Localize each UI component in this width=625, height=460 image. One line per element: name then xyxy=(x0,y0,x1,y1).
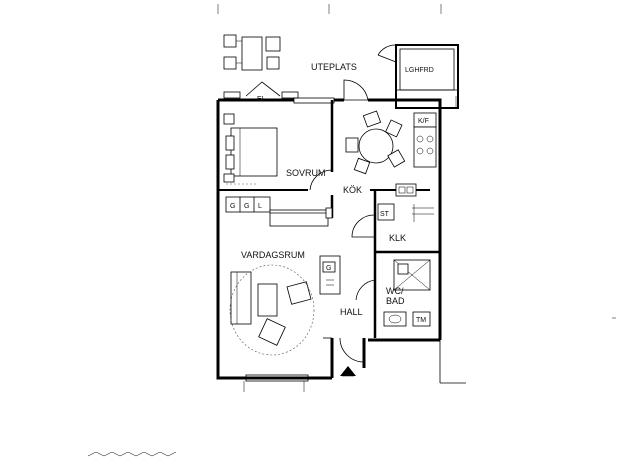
living-room-furniture xyxy=(229,255,341,356)
room-label-lghfrd: LGHFRD xyxy=(405,67,434,74)
room-label-hall: HALL xyxy=(340,307,363,317)
interior-walls xyxy=(218,100,440,363)
hall-g-label: G xyxy=(326,265,331,272)
wardrobe-label-3: L xyxy=(258,203,262,210)
room-label-vardagsrum: VARDAGSRUM xyxy=(241,250,305,260)
storage-lghfrd xyxy=(377,44,459,109)
top-tick-marks xyxy=(217,4,442,14)
kitchen-door xyxy=(343,79,369,101)
wardrobe-label-2: G xyxy=(244,203,249,210)
scale-marks xyxy=(87,317,616,457)
room-label-uteplats: UTEPLATS xyxy=(311,62,357,72)
el-label: EL xyxy=(257,96,266,103)
windows xyxy=(243,97,335,392)
wardrobe-label-1: G xyxy=(230,203,235,210)
dining-table xyxy=(345,110,406,175)
room-label-klk: KLK xyxy=(389,233,406,243)
tm-label: TM xyxy=(416,317,426,324)
kitchen-counter xyxy=(377,112,437,222)
entrance-marker xyxy=(340,366,356,377)
room-label-wc-1: WC/ xyxy=(386,286,404,296)
fridge-label: K/F xyxy=(418,118,429,125)
room-label-wc-2: BAD xyxy=(386,296,405,306)
bathroom-fixtures xyxy=(383,259,431,327)
patio-table-set xyxy=(223,34,281,71)
st-label: ST xyxy=(380,211,390,218)
room-label-sovrum: SOVRUM xyxy=(286,168,326,178)
bed xyxy=(223,113,278,185)
room-label-kok: KÖK xyxy=(343,185,362,195)
patio-door-el xyxy=(223,81,299,99)
wardrobe-row xyxy=(225,196,333,227)
